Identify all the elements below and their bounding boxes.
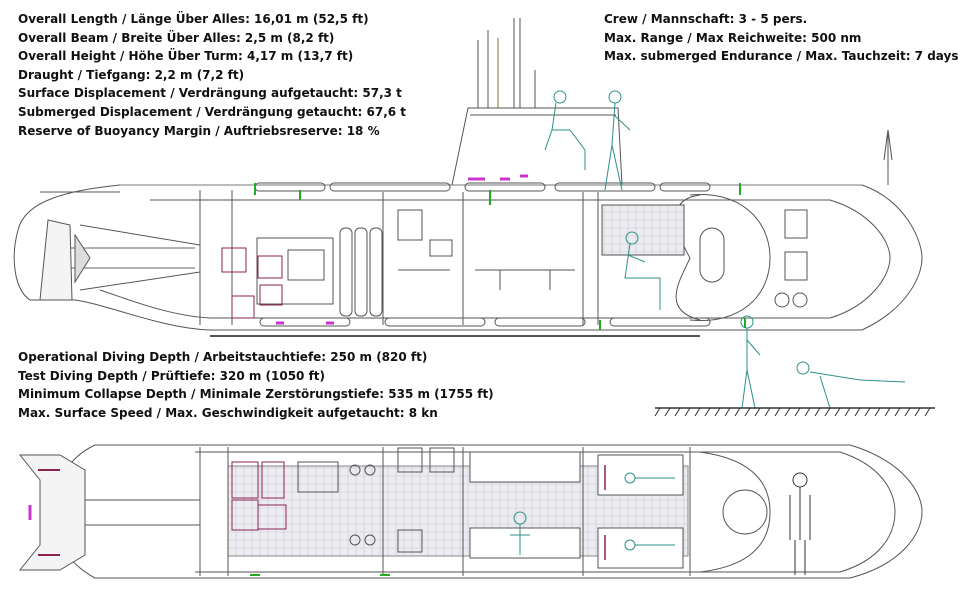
side-view: [13, 18, 935, 417]
spec-collapse-depth: Minimum Collapse Depth / Minimale Zerstö…: [18, 387, 494, 402]
conning-tower: [451, 107, 623, 186]
specs-crew-range: Crew / Mannschaft: 3 - 5 pers. Max. Rang…: [604, 10, 958, 66]
spec-overall-length: Overall Length / Länge Über Alles: 16,01…: [18, 12, 369, 26]
ballast-tanks-top: [254, 182, 711, 192]
gas-cylinders: [339, 227, 383, 317]
spec-operational-depth: Operational Diving Depth / Arbeitstaucht…: [18, 350, 428, 364]
spec-buoyancy-reserve: Reserve of Buoyancy Margin / Auftriebsre…: [18, 123, 380, 138]
plan-view: [18, 444, 923, 579]
specs-dimensions: Overall Length / Länge Über Alles: 16,01…: [18, 10, 406, 140]
spec-crew: Crew / Mannschaft: 3 - 5 pers.: [604, 12, 808, 26]
spec-max-range: Max. Range / Max Reichweite: 500 nm: [604, 30, 862, 45]
spec-surface-displacement: Surface Displacement / Verdrängung aufge…: [18, 86, 402, 101]
specs-depth-speed: Operational Diving Depth / Arbeitstaucht…: [18, 348, 494, 422]
crew-figures-side: [544, 90, 906, 409]
spec-overall-beam: Overall Beam / Breite Über Alles: 2,5 m …: [18, 30, 335, 45]
spec-overall-height: Overall Height / Höhe Über Turm: 4,17 m …: [18, 49, 354, 64]
spec-endurance: Max. submerged Endurance / Max. Tauchzei…: [604, 49, 958, 64]
ballast-tanks-bottom: [259, 317, 711, 327]
spec-submerged-displacement: Submerged Displacement / Verdrängung get…: [18, 104, 407, 119]
spec-test-depth: Test Diving Depth / Prüftiefe: 320 m (10…: [18, 368, 326, 383]
pressure-hull: [13, 184, 923, 331]
spec-draught: Draught / Tiefgang: 2,2 m (7,2 ft): [18, 67, 245, 82]
stern-fins: [18, 454, 86, 571]
standing-diver: [789, 472, 811, 575]
crew-figures-plan: [510, 472, 675, 555]
rudder: [39, 219, 73, 301]
spec-surface-speed: Max. Surface Speed / Max. Geschwindigkei…: [18, 405, 438, 420]
periscope-masts: [477, 18, 536, 108]
